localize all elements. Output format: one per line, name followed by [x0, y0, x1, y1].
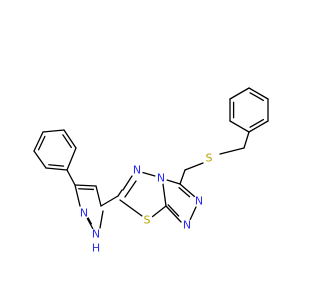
- phenyl-top-bond-3: [229, 120, 250, 133]
- phenyl-top-bond-0: [248, 87, 269, 100]
- triazole-n-c: [165, 205, 182, 223]
- atom-n-top: N: [131, 164, 143, 177]
- phenyl-top-bond-0-inner: [249, 92, 265, 102]
- chain-bond-1: [243, 131, 250, 149]
- atom-n-right-lower: N: [181, 219, 193, 232]
- atom-n-bridge-label: N: [157, 172, 165, 185]
- phenyl-left-bond-4: [63, 129, 77, 149]
- phenyl-top-bond-2-inner: [249, 118, 265, 128]
- atom-n-top-label: N: [133, 164, 141, 177]
- thiadiazole-n-n: [140, 171, 156, 177]
- atom-s-thioether: S: [203, 152, 215, 165]
- phenyl-left-bond-0-inner: [48, 164, 65, 167]
- phenyl-left-bond-5: [66, 147, 77, 171]
- pyrazole-n1-c5: [99, 210, 104, 229]
- phenyl-left-bond-3: [42, 129, 65, 133]
- chain-bond-2: [219, 147, 245, 155]
- atom-nh-pyrazole-h-label: H: [92, 242, 100, 255]
- atom-s-thioether-label: S: [206, 152, 213, 165]
- thiadiazole-c6-n-double: [124, 180, 137, 198]
- thiadiazole-s-c6: [119, 199, 143, 217]
- pyrazole-c3-n2: [74, 184, 81, 207]
- phenyl-left-link: [66, 169, 76, 186]
- atom-label-layer: N N S N N S N N: [78, 152, 215, 255]
- triazole-nb-c3: [166, 179, 181, 185]
- triazole-n-c-inner: [167, 204, 180, 217]
- atom-n-bridge: N: [155, 172, 167, 185]
- pyrazole-c4-c3: [74, 184, 97, 187]
- atom-s-ring-label: S: [144, 214, 151, 227]
- atom-n-pyrazole: N: [78, 207, 90, 220]
- phenyl-left-bond-1: [33, 150, 47, 169]
- phenyl-left-bond-0: [45, 167, 68, 171]
- phenyl-top-bond-2: [248, 120, 269, 133]
- thiadiazole-c-s: [151, 205, 167, 218]
- atom-nh-pyrazole-n-label: N: [92, 228, 100, 241]
- atom-n-right-upper: N: [193, 195, 205, 208]
- atom-n-right-lower-label: N: [183, 219, 191, 232]
- phenyl-left-bond-2-inner: [37, 135, 46, 151]
- thiadiazole-c6-n: [122, 175, 133, 191]
- atom-n-right-upper-label: N: [195, 195, 203, 208]
- ch2-bond-1: [184, 162, 204, 171]
- triazole-n-n: [189, 206, 197, 221]
- phenyl-left-bond-2: [33, 131, 44, 152]
- atom-nh-pyrazole: N H: [90, 228, 102, 255]
- pyrazole-c4-c3-inner: [78, 188, 95, 191]
- atom-n-pyrazole-label: N: [80, 207, 88, 220]
- triazole-c3-n-inner: [178, 186, 191, 198]
- pyrazole-c5-c4: [95, 185, 102, 207]
- fused-bond: [162, 183, 167, 207]
- molecule-diagram: N N S N N S N N: [33, 87, 269, 255]
- phenyl-top-bond-5: [229, 87, 250, 100]
- phenyl-left-bond-4-inner: [62, 134, 72, 149]
- thiadiazole-c6-stub: [117, 189, 123, 197]
- triazole-c3-n: [179, 183, 196, 198]
- ch2-bond-2: [179, 169, 186, 185]
- pyrazole-link: [100, 195, 119, 207]
- pyrazole-n2-n1: [86, 217, 94, 230]
- atom-s-ring: S: [141, 214, 153, 227]
- bond-layer: [33, 87, 269, 230]
